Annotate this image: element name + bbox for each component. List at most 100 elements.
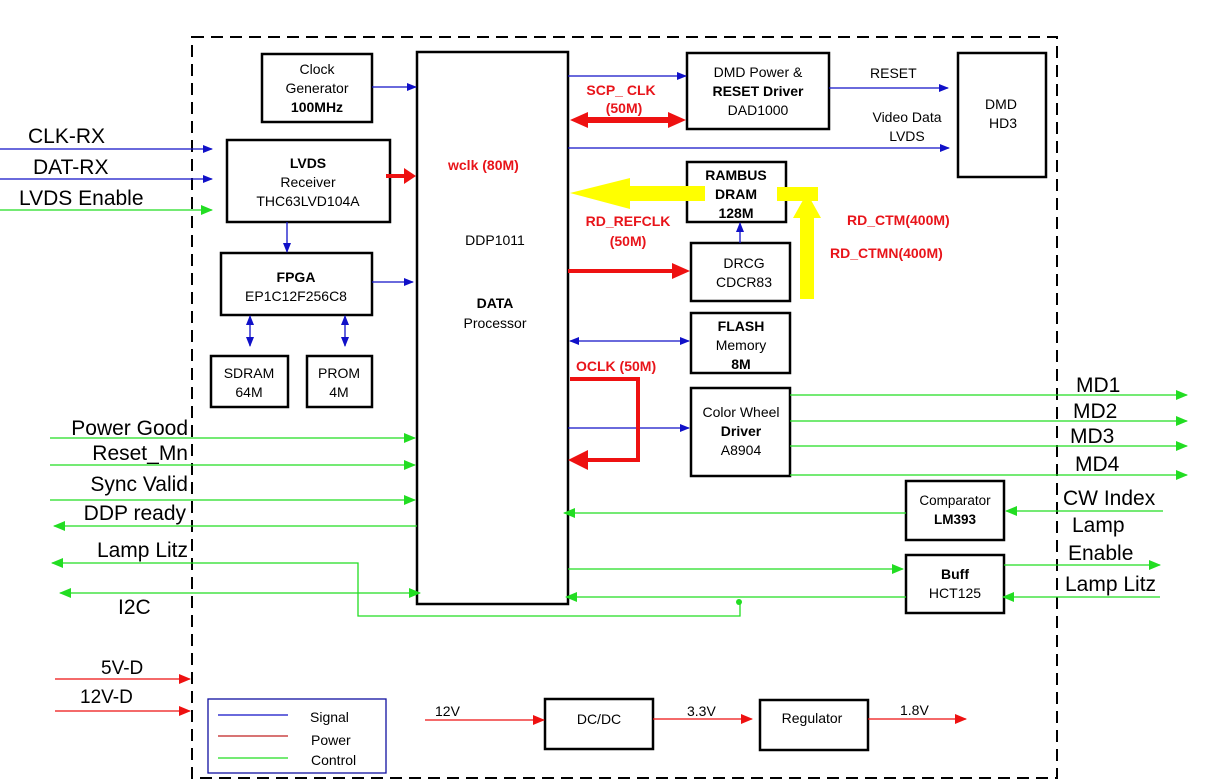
block-label: DC/DC: [577, 711, 621, 727]
ddp-data-processor-block[interactable]: DDP1011 DATA Processor: [415, 50, 570, 606]
i2c-label: I2C: [118, 596, 151, 619]
rd-refclk-bus-arrow: [570, 178, 705, 209]
md4-label: MD4: [1075, 453, 1120, 476]
block-label: DAD1000: [728, 102, 789, 118]
clock-generator-block[interactable]: Clock Generator 100MHz: [260, 52, 374, 124]
block-label: RESET Driver: [712, 83, 804, 99]
legend-label-power: Power: [311, 732, 351, 748]
wclk-label: wclk (80M): [447, 157, 519, 173]
lvds-enable-label: LVDS Enable: [19, 187, 144, 210]
rd-ctmn-label: RD_CTMN(400M): [830, 245, 943, 261]
block-label: 64M: [235, 384, 262, 400]
signal-lines: [0, 72, 950, 432]
block-label: DRAM: [715, 186, 757, 202]
block-label: 100MHz: [291, 99, 343, 115]
lamp-litz-right-label: Lamp Litz: [1065, 573, 1156, 596]
power-lines: [55, 112, 967, 725]
drcg-clock-arrow: [568, 263, 690, 279]
dmd-block[interactable]: DMD HD3: [956, 51, 1048, 179]
1v8-label: 1.8V: [900, 702, 929, 718]
block-label: FLASH: [718, 318, 765, 334]
sdram-block[interactable]: SDRAM 64M: [209, 354, 290, 409]
legend: Signal Power Control: [207, 698, 387, 774]
block-label: DMD Power &: [714, 64, 803, 80]
fpga-block[interactable]: FPGA EP1C12F256C8: [219, 251, 374, 317]
block-label: FPGA: [277, 269, 316, 285]
block-label: Comparator: [919, 493, 991, 508]
dcdc-block[interactable]: DC/DC: [543, 697, 655, 751]
reset-mn-label: Reset_Mn: [92, 442, 188, 465]
block-label: 8M: [731, 356, 750, 372]
block-label: 128M: [718, 205, 753, 221]
rambus-bus: [570, 178, 821, 299]
legend-label-signal: Signal: [310, 709, 349, 725]
md2-label: MD2: [1073, 400, 1117, 423]
block-label: HCT125: [929, 585, 981, 601]
block-label: CDCR83: [716, 274, 772, 290]
lvds-receiver-block[interactable]: LVDS Receiver THC63LVD104A: [225, 138, 392, 224]
dat-rx-label: DAT-RX: [33, 156, 108, 179]
color-wheel-driver-block[interactable]: Color Wheel Driver A8904: [689, 386, 792, 478]
block-label: DRCG: [723, 255, 764, 271]
lamp-enable-label-2: Enable: [1068, 542, 1133, 565]
lamp-litz-left-line: [51, 558, 741, 617]
block-label: Clock: [299, 61, 335, 77]
scp-clk-label: SCP_ CLK: [586, 82, 655, 98]
block-label: 4M: [329, 384, 348, 400]
block-label: Buff: [941, 566, 969, 582]
clk-rx-label: CLK-RX: [28, 125, 105, 148]
block-label: DMD: [985, 96, 1017, 112]
rd-refclk-freq-label: (50M): [610, 233, 647, 249]
ddp-ready-label: DDP ready: [84, 502, 187, 525]
block-label: Color Wheel: [702, 404, 779, 420]
rd-ctm-label: RD_CTM(400M): [847, 212, 950, 228]
block-label: THC63LVD104A: [256, 193, 360, 209]
wclk-arrow: [386, 168, 416, 184]
comparator-block[interactable]: Comparator LM393: [904, 479, 1006, 542]
flash-memory-block[interactable]: FLASH Memory 8M: [689, 311, 792, 375]
block-label: Receiver: [280, 174, 336, 190]
board-boundary: [191, 36, 1058, 779]
control-lines: [0, 205, 1188, 617]
block-label: Driver: [721, 423, 762, 439]
regulator-block[interactable]: Regulator: [758, 698, 870, 752]
junction-dot: [736, 599, 742, 605]
block-label: LVDS: [290, 155, 326, 171]
drcg-block[interactable]: DRCG CDCR83: [689, 241, 792, 303]
md1-label: MD1: [1076, 374, 1120, 397]
video-data-lvds-label: LVDS: [889, 128, 925, 144]
block-label: LM393: [934, 512, 977, 527]
scp-clk-arrow: [570, 112, 686, 128]
legend-label-control: Control: [311, 752, 356, 768]
block-label: PROM: [318, 365, 360, 381]
md3-label: MD3: [1070, 425, 1114, 448]
block-label: RAMBUS: [705, 167, 766, 183]
scp-clk-freq-label: (50M): [606, 100, 643, 116]
12v-d-label: 12V-D: [80, 687, 133, 708]
block-label: A8904: [721, 442, 762, 458]
lamp-litz-left-label: Lamp Litz: [97, 539, 188, 562]
block-label: Memory: [716, 337, 767, 353]
right-io-labels: MD1 MD2 MD3 MD4 CW Index Lamp Enable Lam…: [1063, 374, 1156, 596]
reset-label: RESET: [870, 65, 917, 81]
block-label: HD3: [989, 115, 1017, 131]
oclk-loop-arrow: [568, 377, 640, 470]
prom-block[interactable]: PROM 4M: [305, 354, 374, 409]
video-data-label: Video Data: [872, 109, 941, 125]
rd-refclk-label: RD_REFCLK: [586, 213, 671, 229]
block-label: Regulator: [782, 710, 843, 726]
sync-valid-label: Sync Valid: [90, 473, 188, 496]
buff-block[interactable]: Buff HCT125: [904, 553, 1006, 615]
block-label: Processor: [463, 315, 526, 331]
lamp-enable-label: Lamp: [1072, 514, 1125, 537]
power-good-label: Power Good: [71, 417, 188, 440]
dmd-driver-block[interactable]: DMD Power & RESET Driver DAD1000: [685, 51, 831, 131]
block-label: Generator: [285, 80, 348, 96]
block-label: SDRAM: [224, 365, 275, 381]
block-label: DDP1011: [465, 232, 525, 248]
block-label: EP1C12F256C8: [245, 288, 347, 304]
3v3-label: 3.3V: [687, 703, 716, 719]
5v-d-label: 5V-D: [101, 658, 143, 679]
block-label: DATA: [477, 295, 514, 311]
